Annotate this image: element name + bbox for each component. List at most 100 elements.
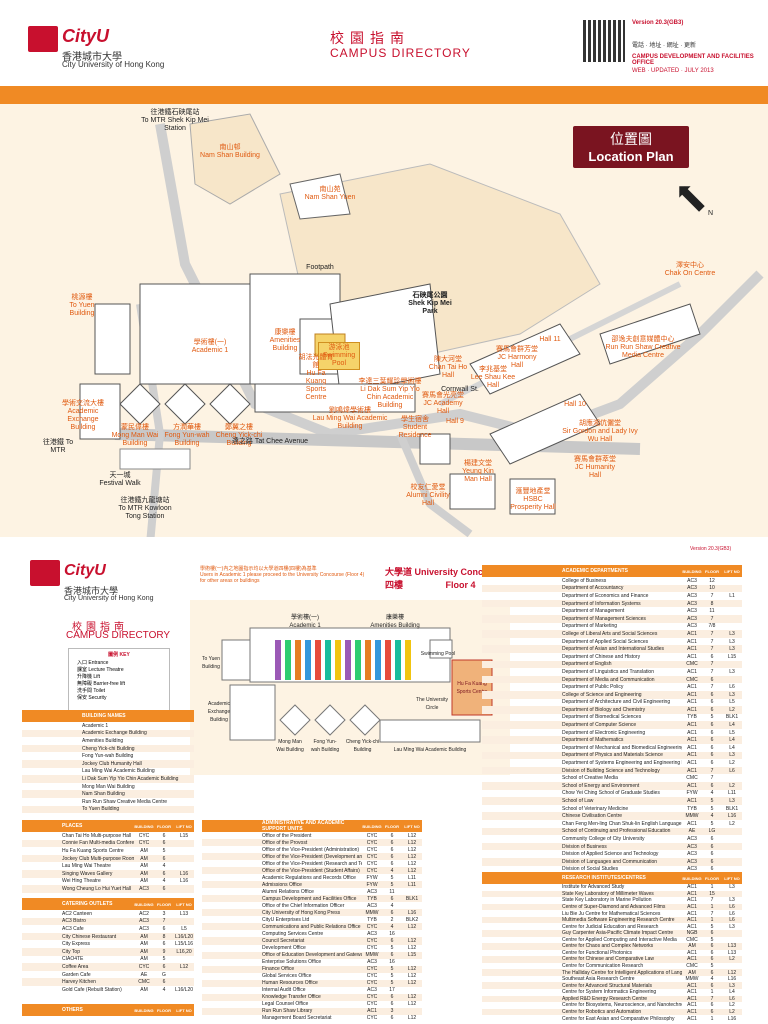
table-row[interactable]: Academic Exchange Building bbox=[22, 729, 194, 738]
floor-label-uni-circle[interactable]: The University Circle bbox=[416, 697, 448, 711]
table-row[interactable]: Multimedia Software Engineering Research… bbox=[482, 916, 742, 924]
table-row[interactable]: Office of the Vice-President (Research a… bbox=[202, 860, 422, 867]
floor-label-pool[interactable]: Swimming Pool bbox=[420, 651, 456, 657]
floor-label-lmw[interactable]: Lau Ming Wai Academic Building bbox=[393, 747, 467, 753]
table-row[interactable]: College of Liberal Arts and Social Scien… bbox=[482, 630, 742, 638]
table-row[interactable]: Division of Building Science and Technol… bbox=[482, 766, 742, 775]
floor-label-mmw[interactable]: Mong Man Wai Building bbox=[276, 739, 304, 753]
table-row[interactable]: Centre for East Asian and Comparative Ph… bbox=[482, 1015, 742, 1022]
table-row[interactable]: Academic 1 bbox=[22, 722, 194, 730]
table-row[interactable]: Department of Mechanical and Biomedical … bbox=[482, 744, 742, 752]
table-row[interactable]: Centre for Biosystems, Neuroscience, and… bbox=[482, 1002, 742, 1009]
table-row[interactable]: To Yuen Building bbox=[22, 805, 194, 814]
table-row[interactable]: Department of Linguistics and Translatio… bbox=[482, 668, 742, 676]
table-row[interactable]: Chow Yei Ching School of Graduate Studie… bbox=[482, 790, 742, 798]
table-row[interactable]: Centre for Advanced Structural Materials… bbox=[482, 982, 742, 989]
table-row[interactable]: Office of the Vice-President (Developmen… bbox=[202, 853, 422, 861]
floor-label-ae[interactable]: Academic Exchange Building bbox=[207, 701, 231, 723]
table-row[interactable]: Division of Applied Science and Technolo… bbox=[482, 850, 742, 858]
table-row[interactable]: Centre for System Informatics Engineerin… bbox=[482, 989, 742, 996]
floor-label-to-yuen[interactable]: To Yuen Building bbox=[202, 656, 220, 670]
map-label-hall9[interactable]: Hall 9 bbox=[446, 418, 464, 425]
table-row[interactable]: Department of Architecture and Civil Eng… bbox=[482, 699, 742, 707]
table-row[interactable]: Liu Bie Ju Centre for Mathematical Scien… bbox=[482, 910, 742, 917]
table-row[interactable]: Run Run Shaw Creative Media Centre bbox=[22, 798, 194, 806]
table-row[interactable]: Department of Asian and International St… bbox=[482, 645, 742, 653]
floor-label-cyc[interactable]: Cheng Yick-chi Building bbox=[345, 739, 380, 753]
map-label-academic-1[interactable]: 學術樓(一) Academic 1 bbox=[180, 339, 240, 355]
map-label-hall11[interactable]: Hall 11 bbox=[539, 336, 561, 343]
table-row[interactable]: Fong Yun-wah Building bbox=[22, 752, 194, 760]
table-row[interactable]: Guy Carpenter Asia-Pacific Climate Impac… bbox=[482, 929, 742, 937]
table-row[interactable]: Mong Man Wai Building bbox=[22, 783, 194, 791]
table-row[interactable]: Campus Development and Facilities Office… bbox=[202, 895, 422, 903]
table-row[interactable]: Centre of Super-Diamond and Advanced Fil… bbox=[482, 903, 742, 911]
table-row[interactable]: State Key Laboratory in Marine Pollution… bbox=[482, 897, 742, 904]
floor-label-academic1[interactable]: 學術樓(一)Academic 1 bbox=[280, 614, 330, 630]
table-row[interactable]: Connie Fan Multi-media Conference RoomCY… bbox=[22, 839, 194, 848]
table-row[interactable]: The Halliday Centre for Intelligent Appl… bbox=[482, 969, 742, 976]
table-row[interactable]: Department of Systems Engineering and En… bbox=[482, 759, 742, 767]
